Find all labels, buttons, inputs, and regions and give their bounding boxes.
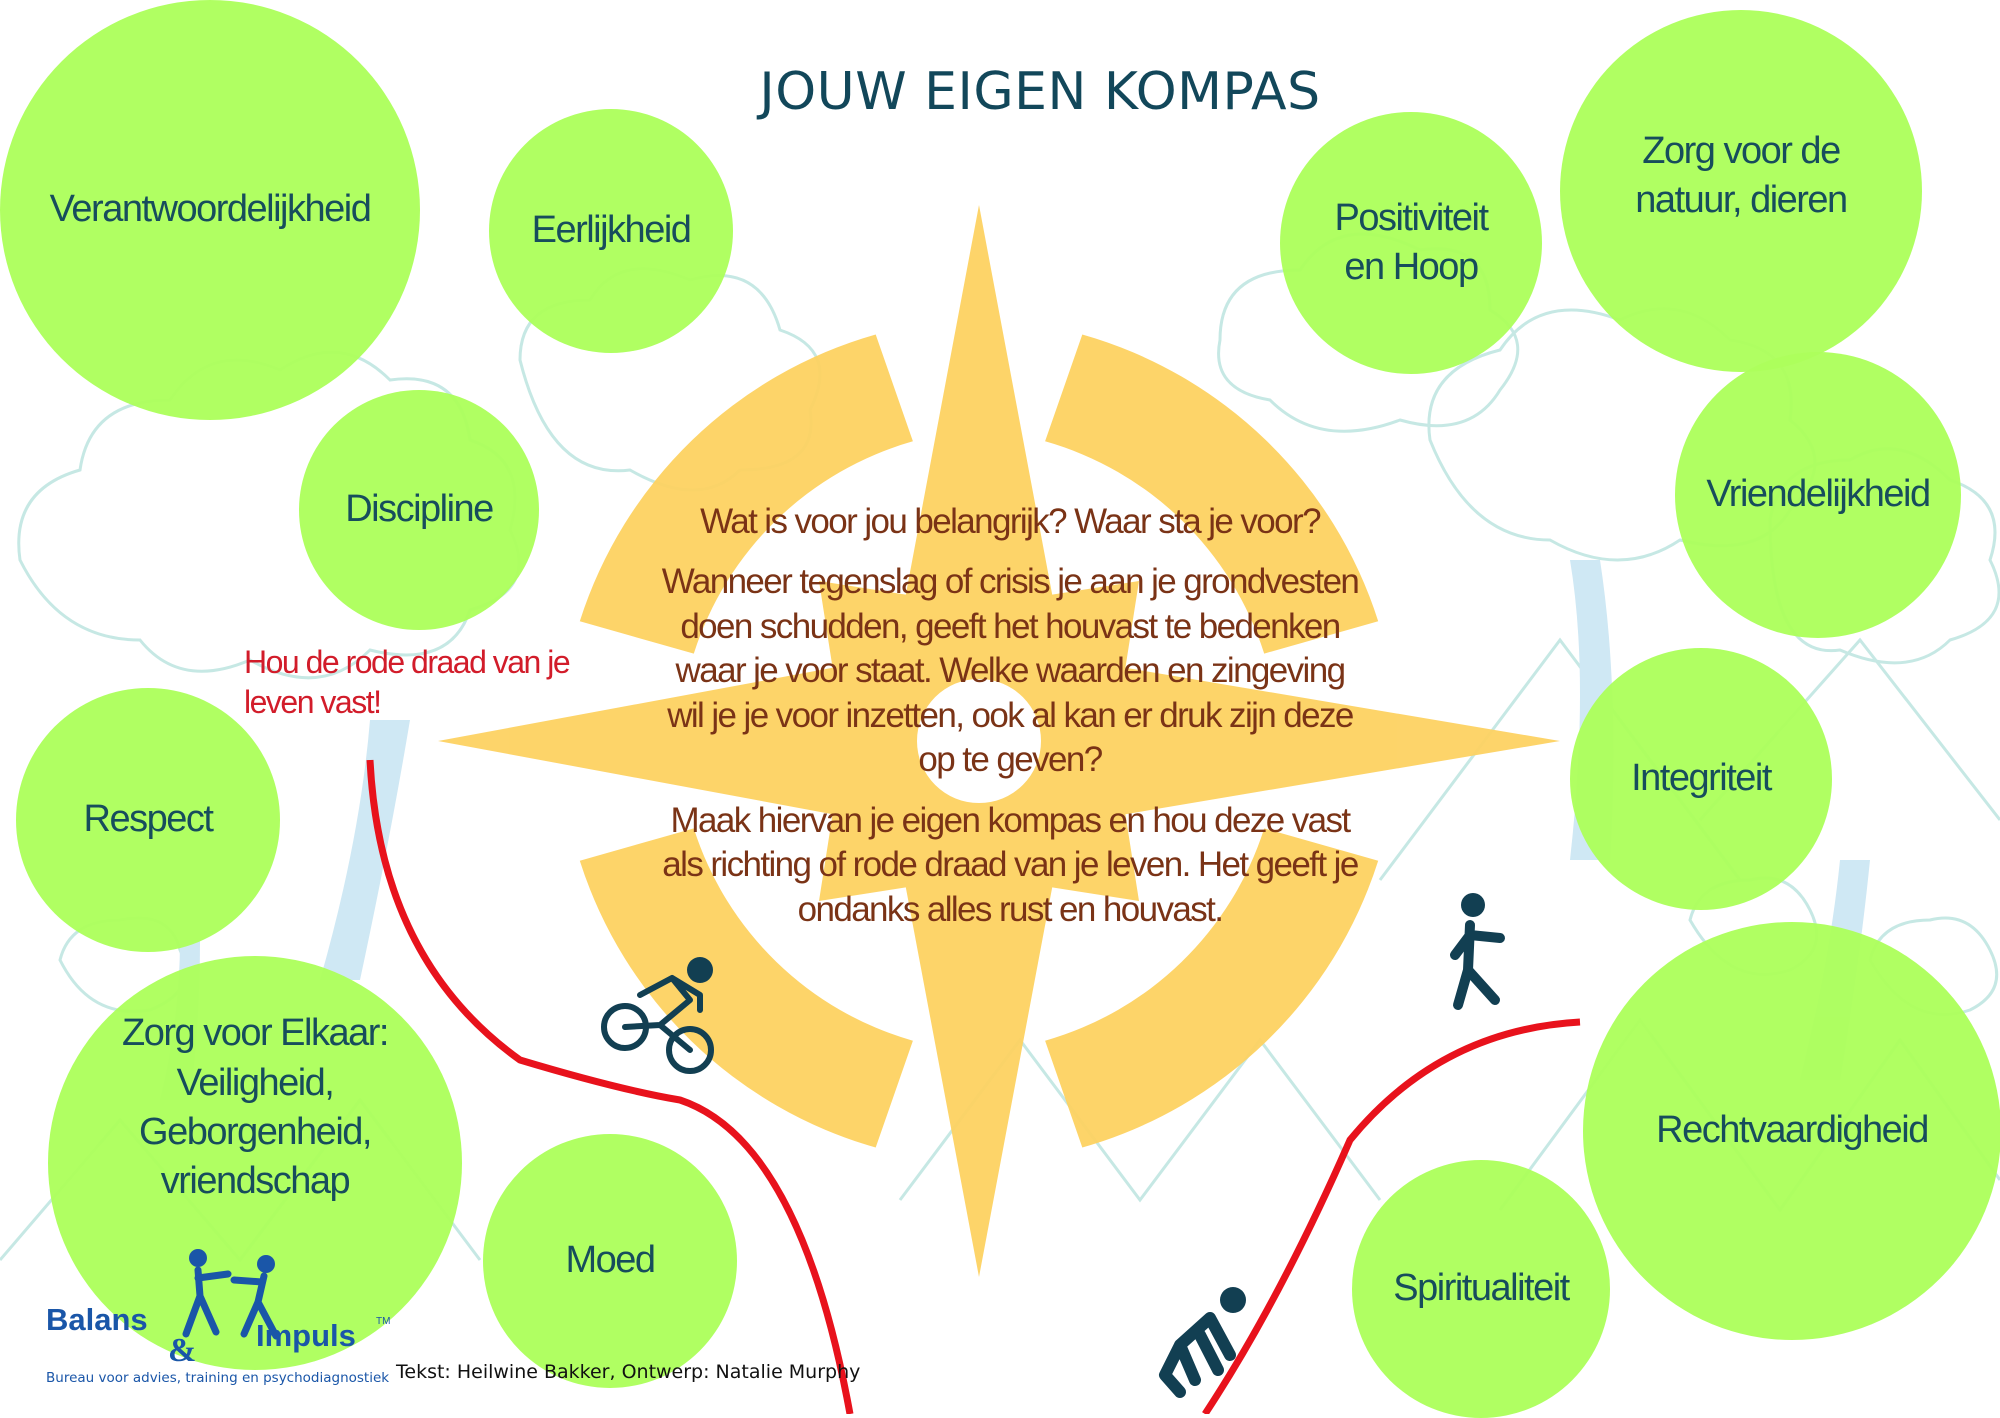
- compass-ring-bottom-right: [1045, 828, 1379, 1148]
- compass-ring-top-left: [579, 334, 913, 654]
- center-text: Wat is voor jou belangrijk? Waar sta je …: [660, 500, 1360, 948]
- value-label: Respect: [83, 798, 214, 841]
- logo-subtitle: Bureau voor advies, training en psychodi…: [46, 1370, 390, 1386]
- value-label: Zorg voor de natuur, dieren: [1635, 129, 1848, 221]
- value-label: Integriteit: [1631, 757, 1772, 800]
- logo-word-impuls: Impuls: [256, 1318, 356, 1353]
- value-label: Discipline: [345, 488, 494, 531]
- logo-word-balans: Balans: [46, 1302, 148, 1337]
- credit-line: Tekst: Heilwine Bakker, Ontwerp: Natalie…: [396, 1361, 861, 1383]
- cyclist-icon: [601, 957, 714, 1074]
- center-paragraph-kompas: Maak hiervan je eigen kompas en hou deze…: [662, 800, 1359, 929]
- value-circle-verantwoordelijkheid: Verantwoordelijkheid: [0, 0, 420, 420]
- value-circle-positiviteit: Positiviteit en Hoop: [1280, 112, 1542, 374]
- logo-ampersand: &: [168, 1332, 197, 1369]
- compass-star: [438, 205, 1560, 1277]
- value-circle-moed: Moed: [483, 1134, 737, 1388]
- logo-trademark: TM: [376, 1316, 391, 1327]
- value-label: Moed: [565, 1239, 656, 1282]
- value-label: Eerlijkheid: [531, 209, 692, 252]
- compass-ring-top-right: [1045, 334, 1379, 654]
- value-label: Positiviteit en Hoop: [1334, 196, 1489, 288]
- value-circle-vriendelijkheid: Vriendelijkheid: [1675, 352, 1961, 638]
- value-circle-rechtvaardigheid: Rechtvaardigheid: [1583, 922, 2000, 1340]
- value-circle-respect: Respect: [16, 688, 280, 952]
- page-title: JOUW EIGEN KOMPAS: [759, 62, 1321, 122]
- people-logo-icon: [182, 1249, 280, 1340]
- value-label: Verantwoordelijkheid: [49, 188, 372, 231]
- center-paragraph-crisis: Wanneer tegenslag of crisis je aan je gr…: [661, 562, 1360, 780]
- value-circle-spiritualiteit: Spiritualiteit: [1352, 1160, 1610, 1418]
- balans-impuls-logo: Balans & Impuls TM Bureau voor advies, t…: [40, 1240, 400, 1400]
- compass-ring-bottom-left: [579, 828, 913, 1148]
- climber-icon: [1159, 1287, 1246, 1398]
- value-label: Zorg voor Elkaar: Veiligheid, Geborgenhe…: [122, 1012, 389, 1203]
- red-thread-note: Hou de rode draad van je leven vast!: [244, 644, 571, 720]
- value-label: Vriendelijkheid: [1706, 473, 1931, 516]
- value-circle-discipline: Discipline: [299, 390, 539, 630]
- value-label: Rechtvaardigheid: [1656, 1109, 1929, 1152]
- value-circle-integriteit: Integriteit: [1570, 648, 1832, 910]
- center-question: Wat is voor jou belangrijk? Waar sta je …: [700, 502, 1321, 541]
- walker-icon: [1450, 893, 1505, 1010]
- value-circle-zorg-natuur: Zorg voor de natuur, dieren: [1560, 10, 1922, 372]
- value-circle-eerlijkheid: Eerlijkheid: [489, 109, 733, 353]
- value-label: Spiritualiteit: [1393, 1267, 1570, 1310]
